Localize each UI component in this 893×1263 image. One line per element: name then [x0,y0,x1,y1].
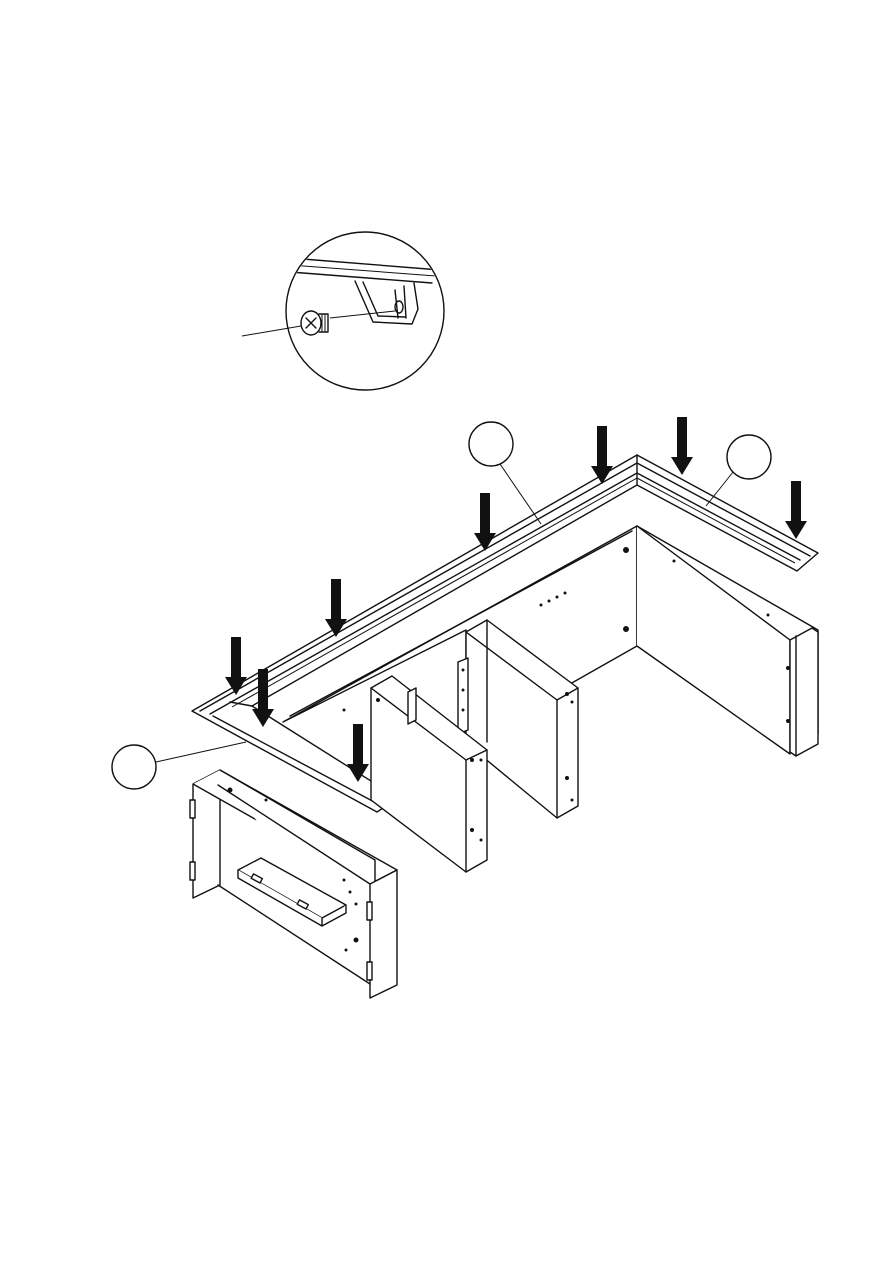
detail-contents [290,258,440,335]
callout-top-rail-right [706,435,771,506]
detail-leader-line [242,326,301,336]
callout-top-rail-back [469,422,541,524]
arrow-down-icon [671,417,693,475]
detail-view [242,232,444,390]
corner-bracket [355,281,418,324]
arrow-down-icon [785,481,807,539]
